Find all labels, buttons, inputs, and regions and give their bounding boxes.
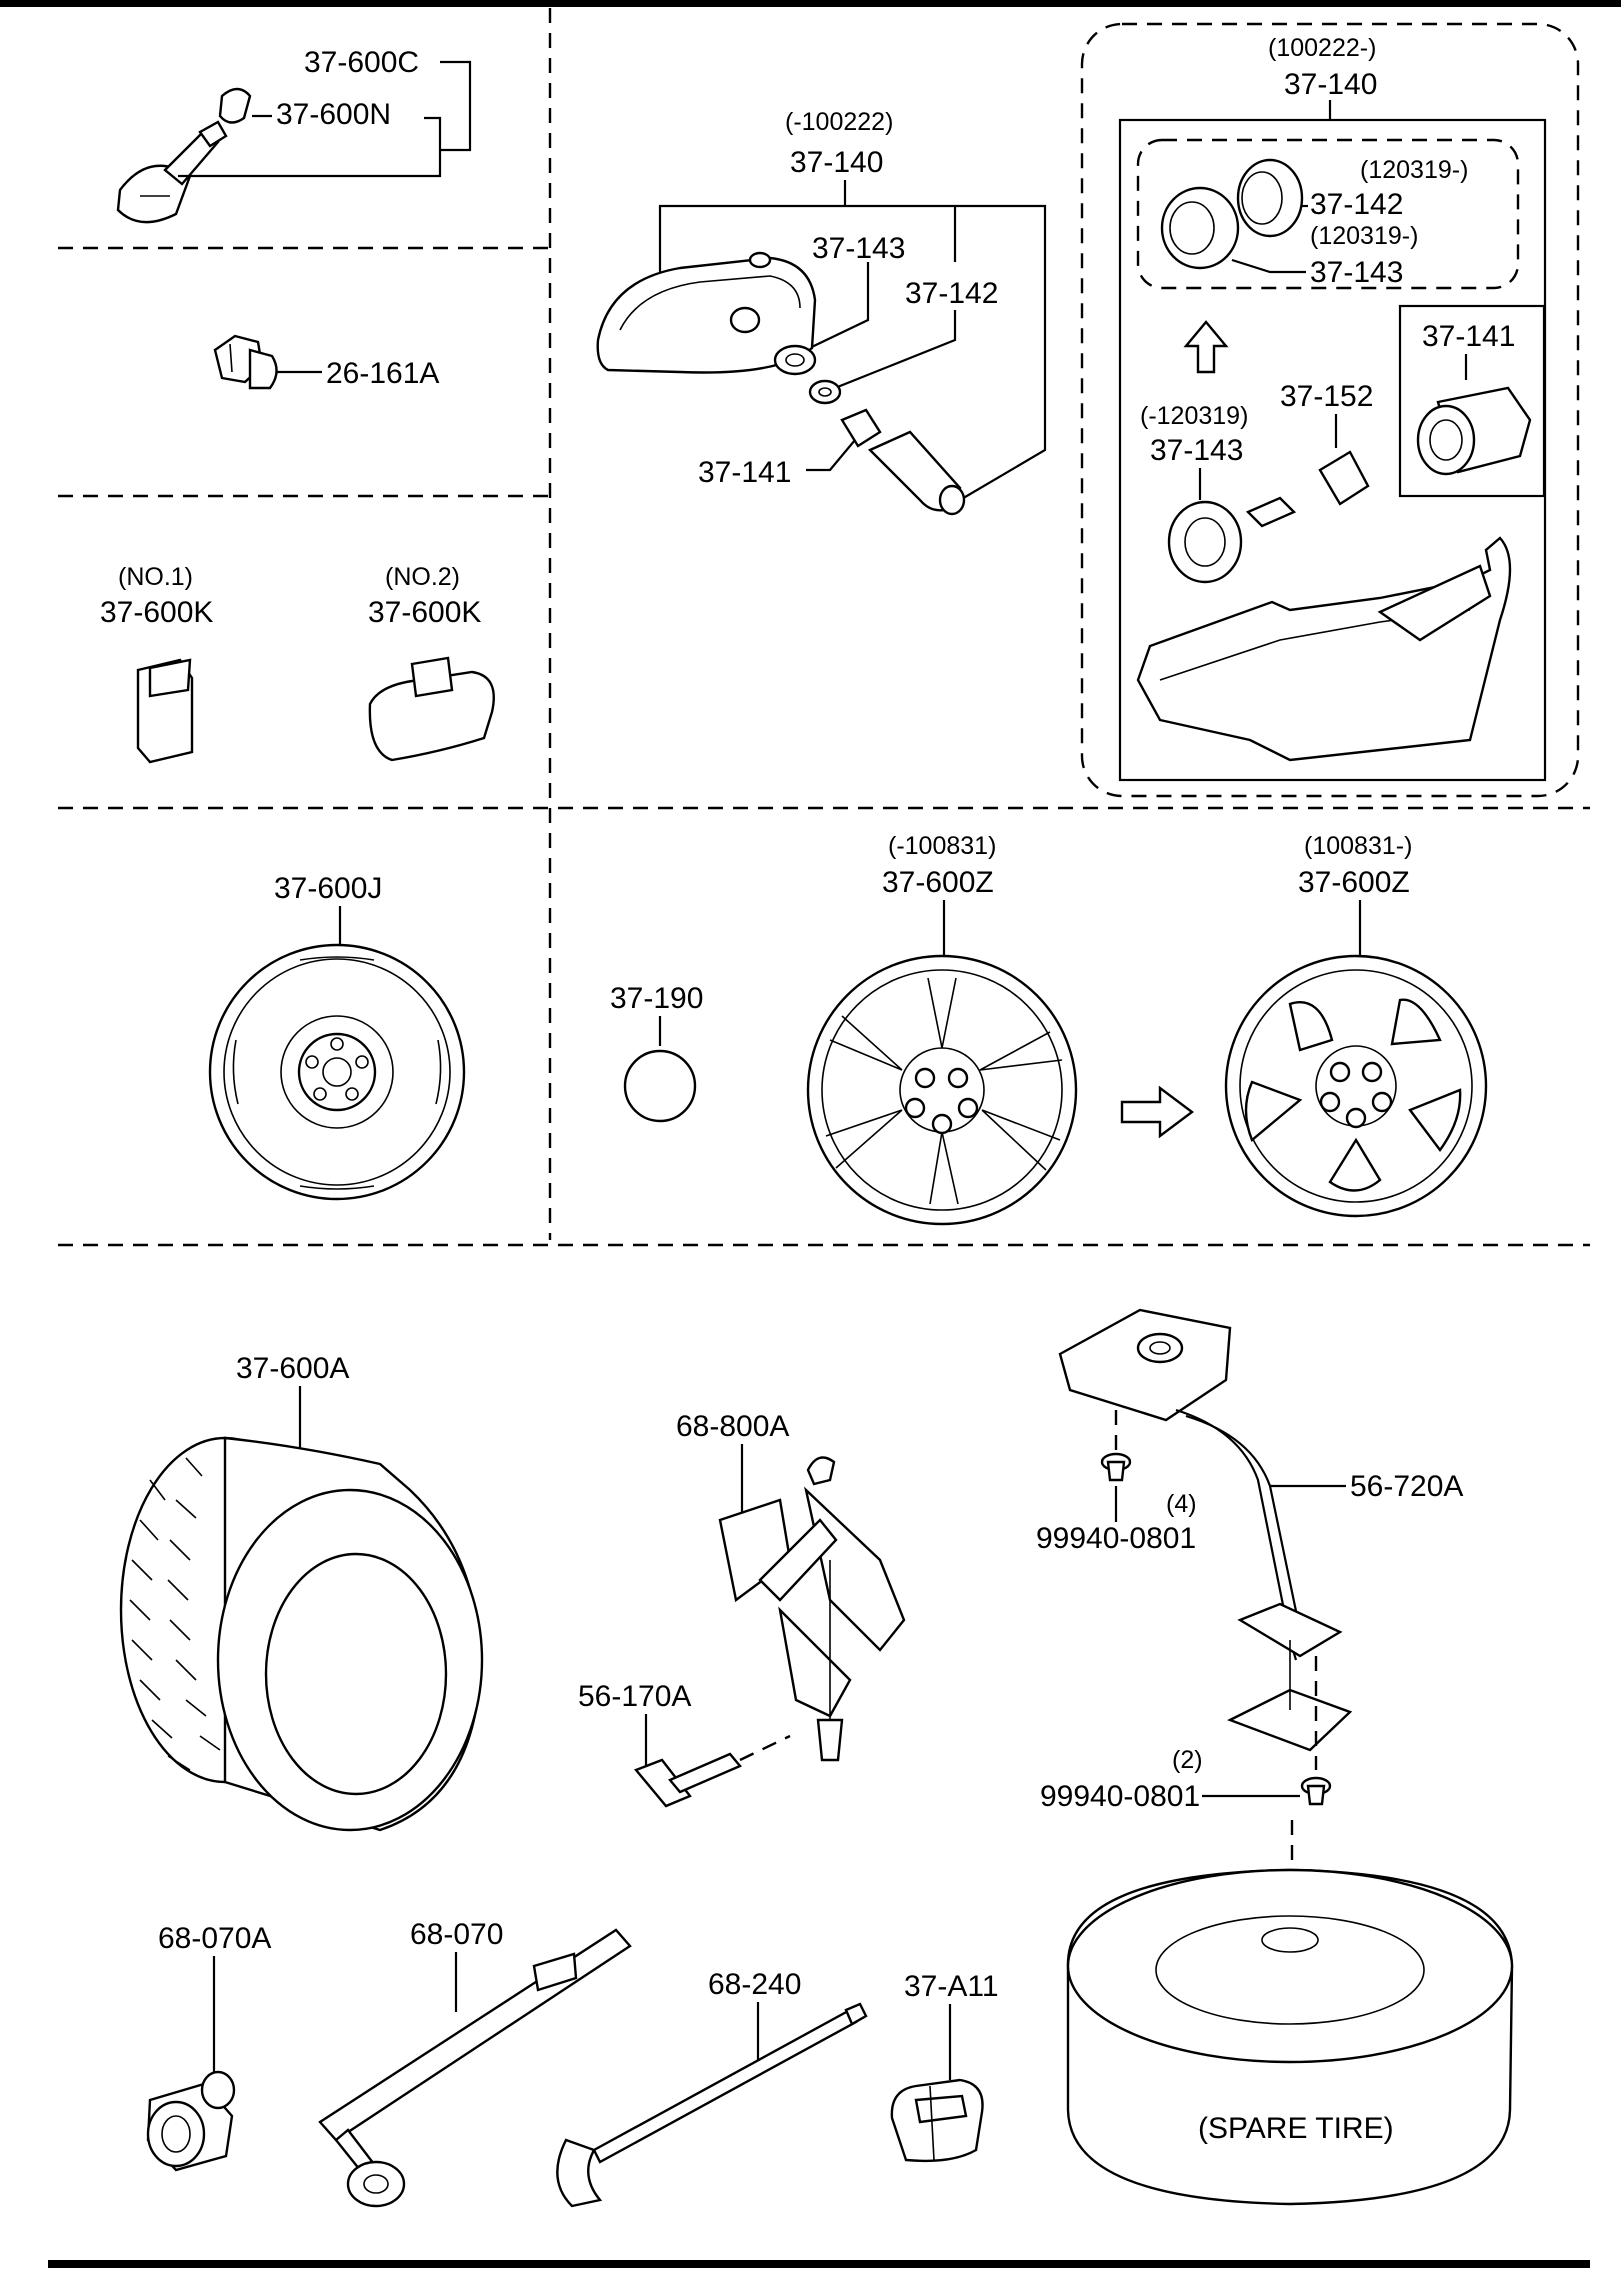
label-bolt-upper: 99940-0801 [1036,1522,1196,1555]
socket-illustration [146,2070,236,2172]
label-old-143: 37-143 [1150,434,1243,467]
tpms-sensor-a-illustration [596,251,966,516]
jack-handle-illustration [634,1734,791,1808]
label-seal-143-date: (120319-) [1310,222,1418,250]
label-bolt-upper-qty: (4) [1166,1490,1197,1518]
label-bolt-lower-qty: (2) [1172,1746,1203,1774]
label-sensor-a: 37-140 [790,146,883,179]
label-sensor-a-143: 37-143 [812,232,905,265]
section-dividers [58,8,1590,1247]
sensor-b-panel [1080,22,1580,798]
seal-kit-box [1136,138,1520,290]
label-seal-142: 37-142 [1310,188,1403,221]
adhesive-weight-illustration [368,656,495,762]
label-bolt-lower: 99940-0801 [1040,1780,1200,1813]
label-wrench: 68-070 [410,1918,503,1951]
carrier-bolt-lower [1300,1776,1332,1806]
steel-wheel-illustration [208,943,466,1201]
alloy-wheel-old-illustration [806,954,1078,1226]
label-nut: 26-161A [326,357,439,390]
label-core: 37-152 [1280,380,1373,413]
right-arrow-icon [1120,1085,1194,1139]
seal-kit-illustration [1160,158,1304,270]
label-sensor-a-142: 37-142 [905,277,998,310]
label-wheel-old-date: (-100831) [888,832,996,860]
emblem-illustration [623,1049,697,1123]
label-strap: 37-A11 [904,1970,999,2003]
tow-hook-illustration [556,2002,868,2208]
label-hook: 68-240 [708,1968,801,2001]
spare-carrier-illustration [1058,1308,1353,1940]
label-tire: 37-600A [236,1352,349,1385]
leader-valve [440,60,472,152]
label-jack: 68-800A [676,1410,789,1443]
label-sensor-b-date: (100222-) [1268,34,1376,62]
jack-illustration [718,1456,906,1762]
label-sensor-a-date: (-100222) [785,108,893,136]
label-emblem: 37-190 [610,982,703,1015]
label-wheel-new: 37-600Z [1298,866,1410,899]
label-weight2-note: (NO.2) [385,563,460,591]
label-sensor-a-141: 37-141 [698,456,791,489]
lug-nut-illustration [213,334,278,390]
label-weight1: 37-600K [100,596,213,629]
spare-tire-illustration [1066,1868,1514,2206]
nut-141-box [1398,304,1546,498]
label-socket: 68-070A [158,1922,271,1955]
valve-stem-illustration [116,87,252,224]
label-spare: (SPARE TIRE) [1198,2112,1394,2145]
label-steel-wheel: 37-600J [274,872,382,905]
label-wheel-new-date: (100831-) [1304,832,1412,860]
label-valve-cap: 37-600N [276,98,391,131]
label-valve: 37-600C [304,46,419,79]
label-weight1-note: (NO.1) [118,563,193,591]
sensor-b-parts-illustration [1136,386,1532,762]
clip-weight-illustration [136,658,194,764]
tire-illustration [119,1436,484,1832]
up-arrow-icon [1183,320,1229,374]
label-sensor-b-141: 37-141 [1422,320,1515,353]
wrench-illustration [318,1928,632,2208]
label-old-143-date: (-120319) [1140,402,1248,430]
label-sensor-b: 37-140 [1284,68,1377,101]
alloy-wheel-new-illustration [1224,954,1488,1218]
strap-illustration [890,2078,984,2163]
label-weight2: 37-600K [368,596,481,629]
label-carrier: 56-720A [1350,1470,1463,1503]
label-seal-143: 37-143 [1310,256,1403,289]
label-jack-handle: 56-170A [578,1680,691,1713]
label-seal-142-date: (120319-) [1360,156,1468,184]
label-wheel-old: 37-600Z [882,866,994,899]
carrier-bolt-upper [1100,1452,1132,1482]
